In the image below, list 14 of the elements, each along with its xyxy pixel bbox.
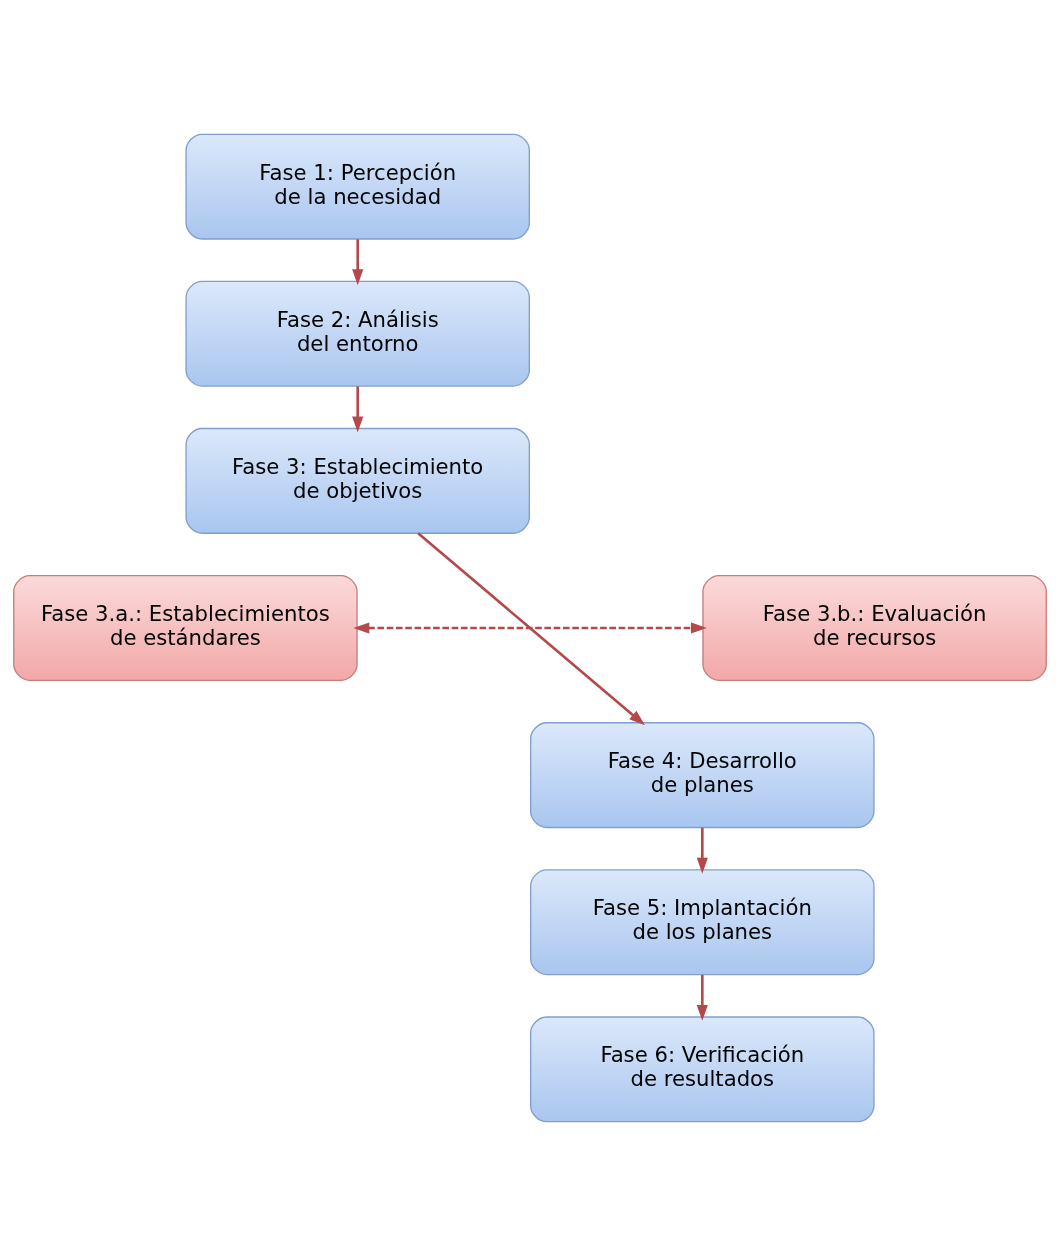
node-box: Fase 2: Análisis del entorno (185, 280, 530, 387)
arrow (352, 239, 364, 286)
node-box: Fase 3.a.: Establecimientos de estándares (13, 575, 358, 681)
arrow (696, 974, 708, 1021)
node-box: Fase 6: Verificación de resultados (530, 1016, 875, 1123)
arrow (353, 622, 707, 634)
node-box: Fase 3: Establecimiento de objetivos (185, 427, 530, 534)
node-box: Fase 4: Desarrollo de planes (530, 722, 875, 829)
arrow (352, 386, 364, 433)
arrow (696, 827, 708, 874)
node-box: Fase 1: Percepción de la necesidad (185, 133, 530, 240)
node-box: Fase 3.b.: Evaluación de recursos (702, 575, 1047, 681)
arrow (417, 532, 645, 726)
node-box: Fase 5: Implantación de los planes (530, 869, 875, 976)
